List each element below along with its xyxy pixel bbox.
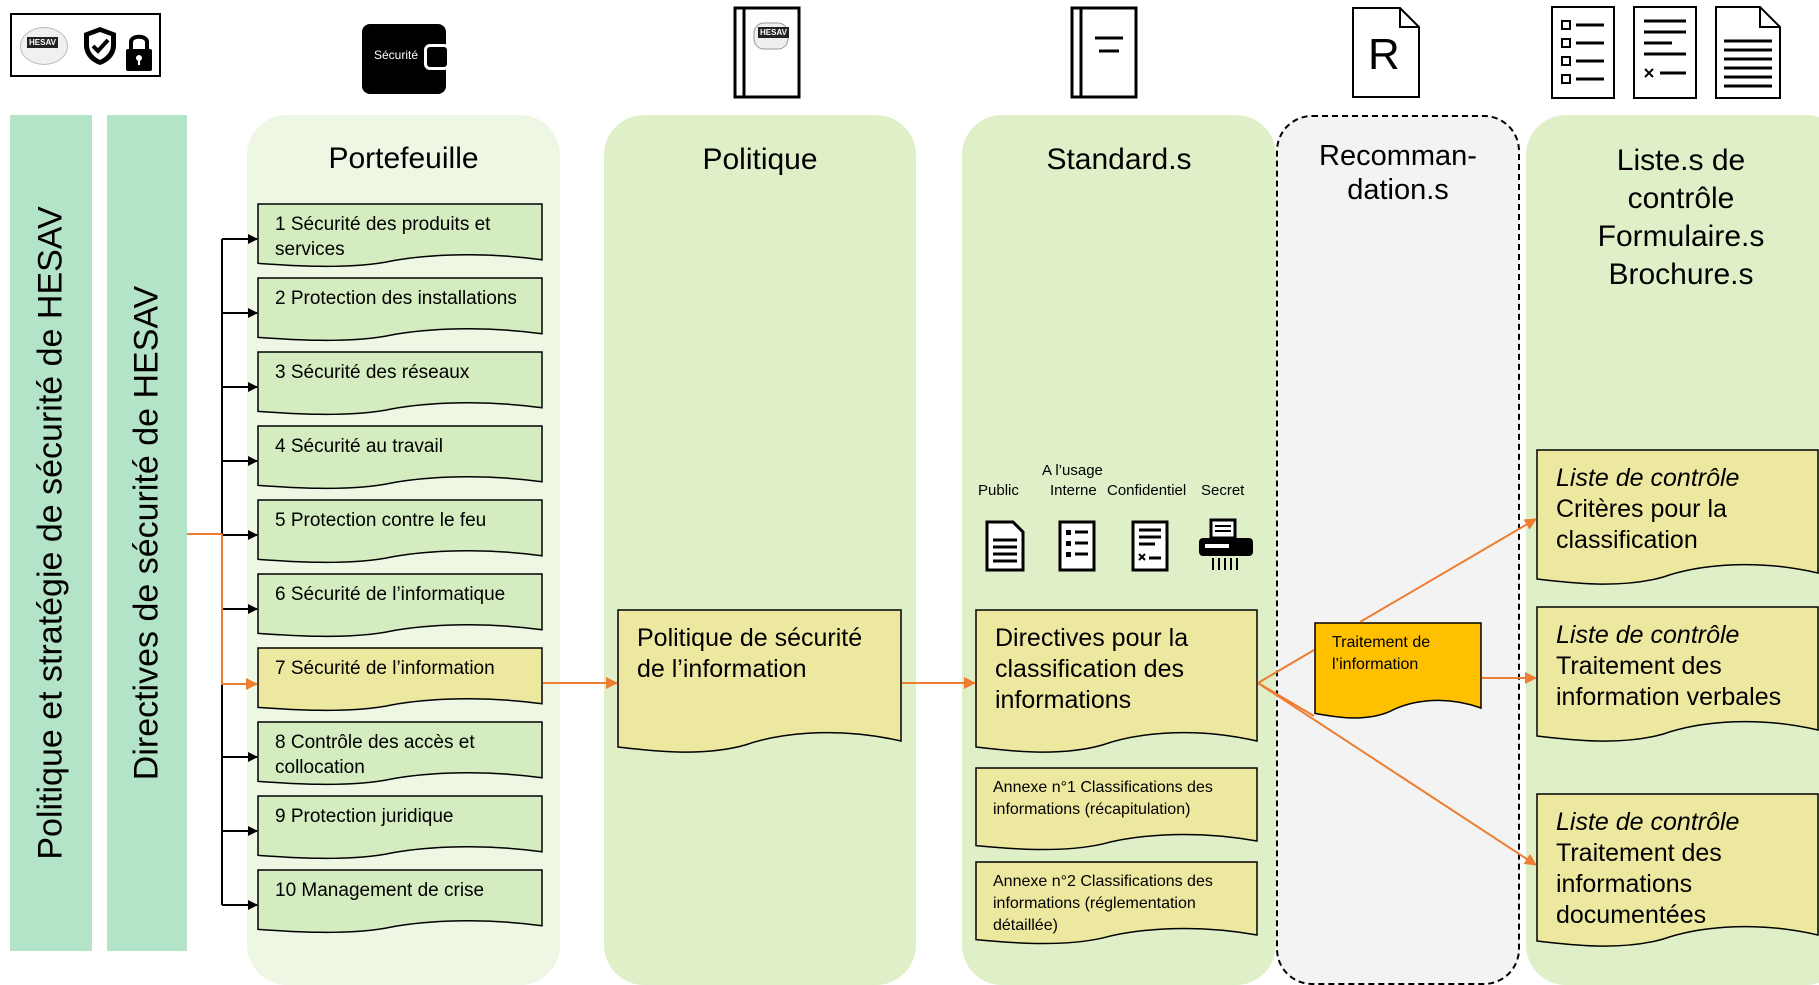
checklist-criteria[interactable]: Liste de contrôle Critères pour la class…	[1536, 449, 1819, 589]
portfolio-item[interactable]: 4 Sécurité au travail	[257, 425, 543, 491]
document-shape	[257, 869, 543, 934]
label-confidentiel: Confidentiel	[1107, 482, 1187, 499]
politique-doc-text: Politique de sécurité de l’information	[637, 624, 863, 683]
portfolio-item[interactable]: 7 Sécurité de l’information	[257, 647, 543, 713]
portfolio-item[interactable]: 1 Sécurité des produits et services	[257, 203, 543, 269]
brochure-icon	[1715, 6, 1781, 99]
document-shape	[975, 767, 1258, 851]
listes-title: Liste.s de contrôle Formulaire.s Brochur…	[1526, 142, 1819, 294]
document-shape	[1536, 793, 1819, 947]
policy-book-icon	[733, 6, 801, 99]
standards-title: Standard.s	[1046, 143, 1192, 176]
recommandation-doc-text: Traitement de l’information	[1332, 634, 1431, 673]
document-shape	[257, 499, 543, 564]
confidential-form-icon	[1131, 520, 1169, 572]
listes-title-line4: Brochure.s	[1608, 258, 1754, 291]
recommandation-title-line2: dation.s	[1347, 174, 1449, 206]
annex1-doc[interactable]: Annexe n°1 Classifications des informati…	[975, 767, 1258, 853]
portfolio-item[interactable]: 2 Protection des installations	[257, 277, 543, 343]
annex2-doc-text: Annexe n°2 Classifications des informati…	[993, 873, 1213, 934]
document-shape	[257, 647, 543, 712]
portfolio-item-label: 4 Sécurité au travail	[275, 436, 443, 457]
standards-main-doc[interactable]: Directives pour la classification des in…	[975, 609, 1258, 757]
politique-title: Politique	[702, 143, 818, 176]
internal-list-icon	[1058, 520, 1096, 572]
recommandation-column	[1276, 115, 1520, 985]
portfolio-item[interactable]: 10 Management de crise	[257, 869, 543, 935]
hesav-logo-text: HESAV	[27, 37, 58, 48]
document-shape	[257, 573, 543, 638]
lock-icon	[126, 34, 152, 71]
portfolio-item-label: 6 Sécurité de l’informatique	[275, 584, 506, 605]
annex2-doc[interactable]: Annexe n°2 Classifications des informati…	[975, 861, 1258, 947]
portfolio-item[interactable]: 6 Sécurité de l’informatique	[257, 573, 543, 639]
policy-strategy-label: Politique et stratégie de sécurité de HE…	[31, 206, 70, 860]
portfolio-item-label: 10 Management de crise	[275, 880, 485, 901]
directives-label: Directives de sécurité de HESAV	[127, 285, 166, 781]
recommandation-title-line1: Recomman-	[1319, 140, 1477, 172]
wallet-icon: Sécurité	[362, 24, 450, 94]
checklist-documented-text: Traitement des informations documentées	[1556, 839, 1722, 929]
document-shape	[257, 351, 543, 416]
portfolio-item[interactable]: 3 Sécurité des réseaux	[257, 351, 543, 417]
recommandation-title: Recomman- dation.s	[1276, 139, 1520, 207]
listes-title-line2: contrôle	[1627, 182, 1735, 215]
public-doc-icon	[985, 520, 1025, 572]
recommendation-doc-icon: R	[1350, 5, 1422, 100]
portfolio-item[interactable]: 9 Protection juridique	[257, 795, 543, 861]
checklist-verbal-text: Traitement des information verbales	[1556, 652, 1782, 711]
label-secret: Secret	[1201, 482, 1245, 499]
book-logo-text: HESAV	[758, 27, 789, 38]
label-interne-bottom: Interne	[1050, 482, 1097, 499]
hesav-logo: HESAV	[20, 27, 68, 65]
document-shape	[617, 609, 902, 753]
label-interne-top: A l’usage	[1042, 462, 1103, 479]
checklist-criteria-text: Critères pour la classification	[1556, 495, 1727, 554]
recommandation-doc[interactable]: Traitement de l’information	[1314, 622, 1482, 722]
checklist-documented[interactable]: Liste de contrôle Traitement des informa…	[1536, 793, 1819, 951]
checklist-verbal[interactable]: Liste de contrôle Traitement des informa…	[1536, 606, 1819, 746]
document-shape	[1536, 606, 1819, 742]
listes-title-line3: Formulaire.s	[1597, 220, 1765, 253]
shield-icon	[84, 27, 116, 65]
portfolio-item[interactable]: 5 Protection contre le feu	[257, 499, 543, 565]
logo-box: HESAV	[10, 13, 161, 77]
policy-strategy-bar: Politique et stratégie de sécurité de HE…	[10, 115, 92, 951]
document-shape	[257, 203, 543, 268]
portfolio-item-label: 9 Protection juridique	[275, 806, 454, 827]
wallet-label: Sécurité	[374, 48, 419, 62]
checklist-criteria-italic: Liste de contrôle	[1556, 464, 1740, 492]
standard-book-icon	[1070, 6, 1138, 99]
portfolio-item-label: 1 Sécurité des produits et services	[275, 214, 491, 260]
label-public: Public	[978, 482, 1019, 499]
document-shape	[975, 609, 1258, 753]
document-shape	[1536, 449, 1819, 585]
annex1-doc-text: Annexe n°1 Classifications des informati…	[993, 779, 1213, 818]
form-icon	[1633, 6, 1697, 99]
listes-title-line1: Liste.s de	[1616, 144, 1746, 177]
portfolio-item[interactable]: 8 Contrôle des accès et collocation	[257, 721, 543, 787]
standards-main-doc-text: Directives pour la classification des in…	[995, 624, 1189, 714]
checklist-documented-italic: Liste de contrôle	[1556, 808, 1740, 836]
politique-doc[interactable]: Politique de sécurité de l’information	[617, 609, 902, 757]
document-shape	[257, 795, 543, 860]
document-shape	[257, 721, 543, 786]
checklist-icon	[1551, 6, 1615, 99]
document-shape	[257, 425, 543, 490]
shredder-icon	[1199, 518, 1253, 570]
portfolio-item-label: 7 Sécurité de l’information	[275, 658, 495, 679]
document-shape	[975, 861, 1258, 945]
recommendation-letter: R	[1368, 30, 1400, 79]
politique-column	[604, 115, 916, 985]
portfolio-item-label: 5 Protection contre le feu	[275, 510, 487, 531]
portfolio-item-label: 3 Sécurité des réseaux	[275, 362, 470, 383]
checklist-verbal-italic: Liste de contrôle	[1556, 621, 1740, 649]
portfolio-title: Portefeuille	[328, 142, 479, 175]
directives-bar: Directives de sécurité de HESAV	[107, 115, 187, 951]
portfolio-item-label: 8 Contrôle des accès et collocation	[275, 732, 475, 778]
portfolio-item-label: 2 Protection des installations	[275, 288, 517, 309]
document-shape	[257, 277, 543, 342]
